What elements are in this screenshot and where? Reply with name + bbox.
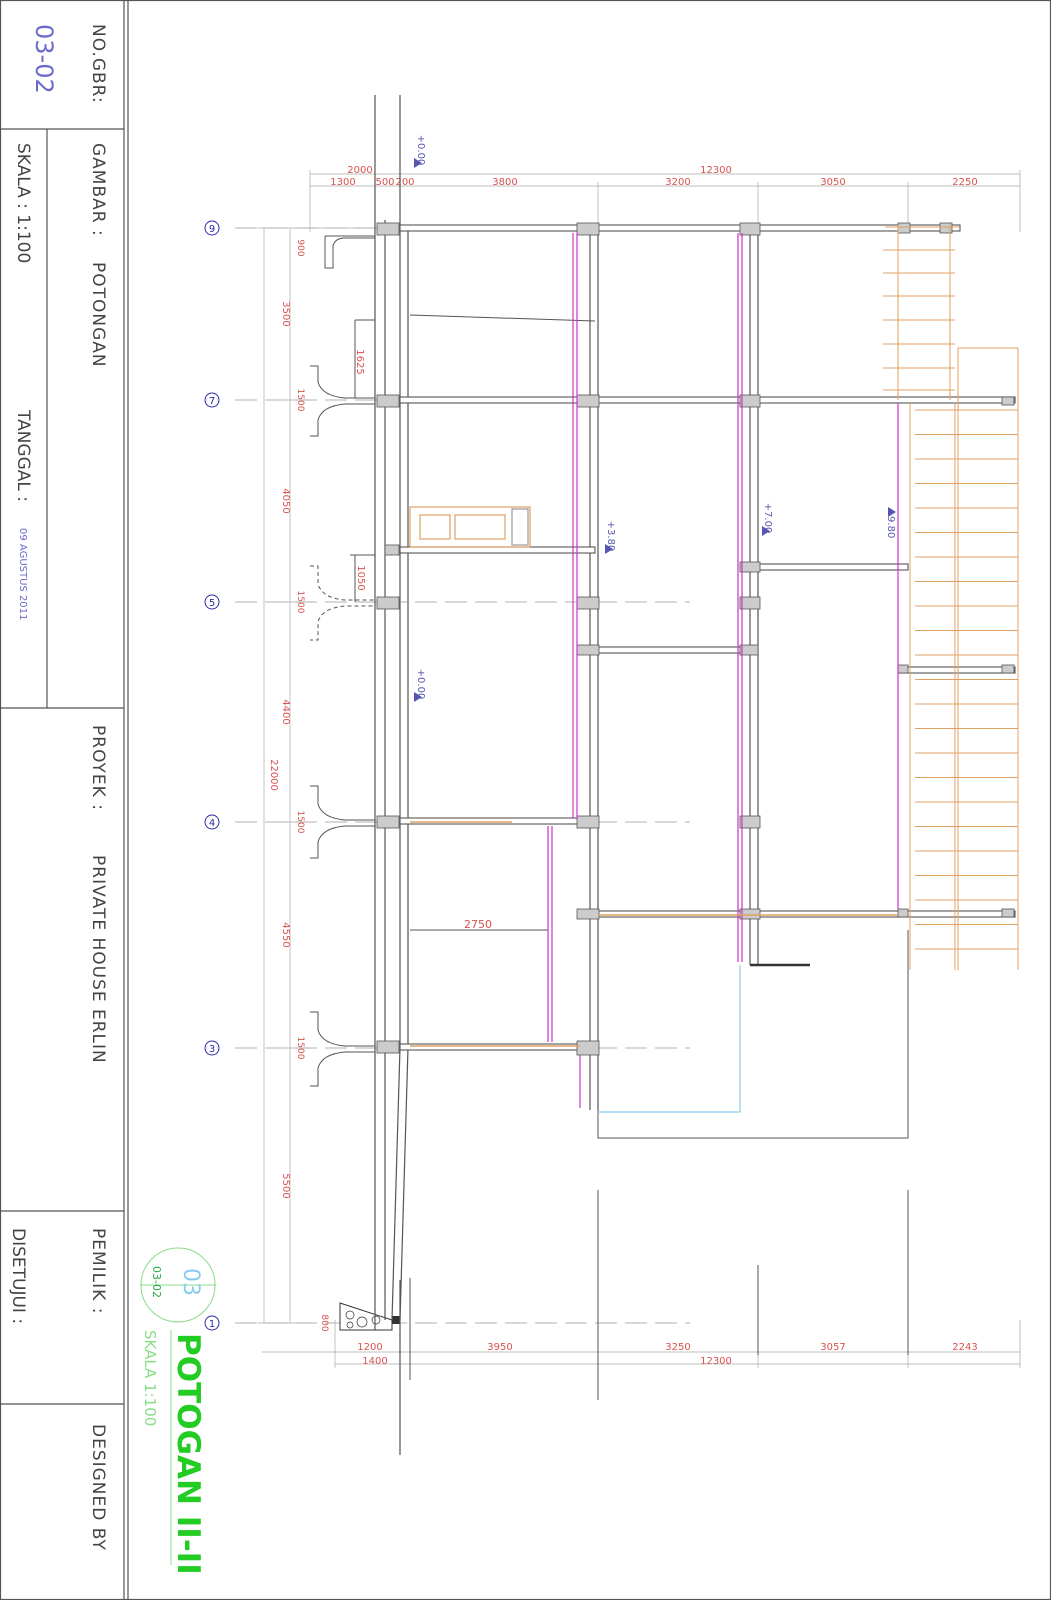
- structure: [350, 95, 1019, 1455]
- dim-top-seg: 500: [375, 177, 394, 188]
- proyek-value: PRIVATE HOUSE ERLIN: [88, 855, 108, 1064]
- dim-top-seg: 200: [395, 177, 414, 188]
- gambar-label: GAMBAR :: [88, 143, 108, 237]
- grid-label-7: 7: [209, 396, 215, 407]
- no-gbr-value: 03-02: [30, 24, 58, 94]
- gambar-value: POTONGAN: [88, 262, 108, 368]
- drawing-title-text: POTOGAN II-II: [170, 1333, 206, 1575]
- grid-label-5: 5: [209, 598, 215, 609]
- level-mid: +0.00: [414, 669, 426, 702]
- dim-left-seg: 4050: [280, 488, 291, 513]
- misc-dims: 1625 1050 2750: [354, 349, 492, 931]
- footing-dim: 1500: [295, 591, 305, 614]
- dim-left-seg: 5500: [280, 1173, 291, 1198]
- skala-label: SKALA : 1:100: [13, 143, 33, 264]
- dimension-left: 22000 3500 4050 4400 4550 5500: [258, 227, 400, 1324]
- level-top: +0.00: [414, 135, 426, 168]
- dimension-bottom: 1200 3950 3250 3057 2243 1400 12300: [262, 1320, 1021, 1368]
- grid-label-3: 3: [209, 1044, 215, 1055]
- footing-dim: 800: [319, 1314, 329, 1331]
- stone-foundation: [339, 1302, 400, 1331]
- grid-label-1: 1: [209, 1319, 215, 1330]
- level-700: +7.00: [762, 503, 773, 536]
- level-markers: +0.00 +0.00 +3.80 +7.00 +9.80: [414, 135, 896, 702]
- svg-text:+9.80: +9.80: [885, 508, 896, 539]
- dim-top-seg: 3200: [665, 177, 690, 188]
- grid-label-9: 9: [209, 224, 215, 235]
- grid-bubble-4: 4: [204, 814, 220, 830]
- title-block: NO.GBR: 03-02 GAMBAR : POTONGAN SKALA : …: [0, 0, 128, 1600]
- dim-bottom-seg: 1200: [357, 1342, 382, 1353]
- grid-bubble-3: 3: [204, 1040, 220, 1056]
- dim-bottom-seg: 2243: [952, 1342, 977, 1353]
- dim-left-seg: 4550: [280, 922, 291, 947]
- dim-bottom-seg: 3250: [665, 1342, 690, 1353]
- dim-left-overall: 22000: [268, 759, 279, 791]
- dim-bottom-overall-left: 1400: [362, 1356, 387, 1367]
- dim-bottom-seg: 3057: [820, 1342, 845, 1353]
- footing-dim: 1500: [295, 811, 305, 834]
- proyek-label: PROYEK :: [88, 725, 108, 811]
- title-bubble-number: 03: [178, 1268, 203, 1296]
- dim-bottom-seg: 3950: [487, 1342, 512, 1353]
- pemilik-label: PEMILIK :: [88, 1228, 108, 1315]
- grid-bubble-5: 5: [204, 594, 220, 610]
- svg-text:+3.80: +3.80: [605, 521, 616, 552]
- footing-dim: 1500: [295, 389, 305, 412]
- footing-dims: 900 1500 1500 1500 1500 800: [295, 239, 329, 1331]
- dim-1050: 1050: [355, 565, 366, 590]
- dim-1625: 1625: [354, 349, 365, 374]
- grid-bubble-1: 1: [204, 1315, 220, 1331]
- pergola: [883, 225, 1019, 970]
- footing-dim: 900: [295, 239, 305, 256]
- title-bubble-sheet: 03-02: [150, 1266, 163, 1298]
- dim-2750: 2750: [464, 918, 492, 931]
- disetujui-label: DISETUJUI :: [8, 1228, 28, 1325]
- level-980: +9.80: [885, 507, 896, 538]
- grid-bubble-9: 9: [204, 220, 220, 236]
- dim-left-seg: 3500: [280, 301, 291, 326]
- drawing-scale: SKALA 1:100: [141, 1330, 159, 1426]
- svg-text:+0.00: +0.00: [415, 669, 426, 700]
- deck-rafters: [915, 409, 1018, 950]
- cabinet: [409, 506, 531, 548]
- svg-text:+7.00: +7.00: [762, 503, 773, 534]
- dim-top-overall-right: 12300: [700, 165, 732, 176]
- no-gbr-label: NO.GBR:: [88, 24, 108, 104]
- dim-top-seg: 1300: [330, 177, 355, 188]
- dim-top-seg: 3800: [492, 177, 517, 188]
- tanggal-value: 09 AGUSTUS 2011: [17, 528, 28, 621]
- dim-bottom-overall-right: 12300: [700, 1356, 732, 1367]
- level-380: +3.80: [605, 521, 616, 554]
- svg-text:+0.00: +0.00: [415, 135, 426, 166]
- tanggal-label: TANGGAL :: [13, 410, 33, 502]
- dimension-top: 2000 12300 1300 500 200 3800 3200 3050 2…: [309, 165, 1021, 232]
- drawing-title: 03 03-02 POTOGAN II-II SKALA 1:100: [140, 1247, 216, 1575]
- grid-bubble-7: 7: [204, 392, 220, 408]
- dim-top-seg: 2250: [952, 177, 977, 188]
- designed-by-label: DESIGNED BY: [88, 1424, 108, 1551]
- dim-top-overall-left: 2000: [347, 165, 372, 176]
- dim-top-seg: 3050: [820, 177, 845, 188]
- grid-bubbles: 9 7 5 4 3 1: [204, 220, 220, 1331]
- grid-label-4: 4: [209, 818, 215, 829]
- dim-left-seg: 4400: [280, 699, 291, 724]
- footing-dim: 1500: [295, 1037, 305, 1060]
